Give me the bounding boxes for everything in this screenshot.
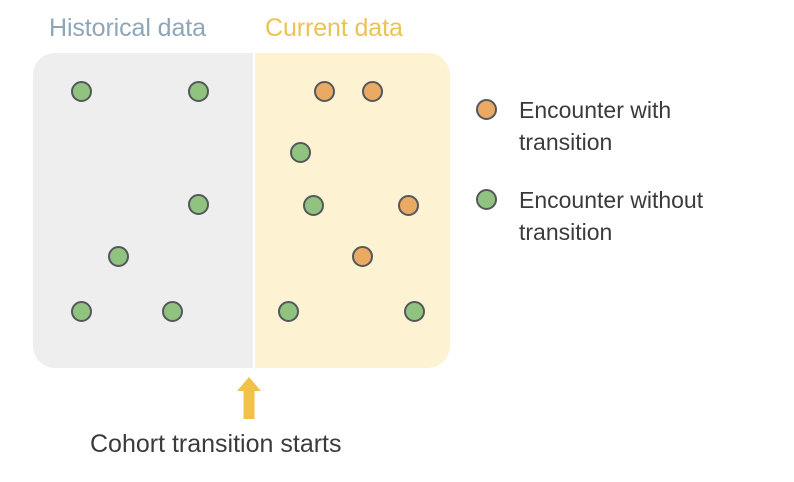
historical-data-label: Historical data (49, 14, 206, 42)
legend-item-label: Encounter without transition (519, 187, 704, 245)
encounter-dot-without-transition (403, 300, 425, 322)
cohort-transition-caption: Cohort transition starts (90, 430, 342, 458)
encounter-dot-without-transition (187, 193, 209, 215)
encounter-dot-without-transition (70, 300, 92, 322)
encounter-dot-with-transition (397, 194, 419, 216)
encounter-dot-without-transition (302, 194, 324, 216)
legend-item-without-transition: Encounter without transition (476, 184, 786, 248)
cohort-transition-arrow-icon (237, 377, 261, 419)
orange-circle-icon (476, 99, 497, 120)
legend: Encounter with transition Encounter with… (476, 94, 786, 274)
green-circle-icon (476, 189, 497, 210)
legend-item-label: Encounter with transition (519, 97, 672, 155)
encounter-dot-without-transition (161, 300, 183, 322)
encounter-dot-without-transition (107, 245, 129, 267)
encounter-dot-without-transition (289, 141, 311, 163)
encounter-dot-with-transition (313, 80, 335, 102)
encounter-dot-with-transition (361, 80, 383, 102)
encounter-dot-without-transition (70, 80, 92, 102)
historical-data-panel (33, 53, 253, 368)
encounter-dot-with-transition (351, 245, 373, 267)
encounter-dot-without-transition (277, 300, 299, 322)
legend-item-with-transition: Encounter with transition (476, 94, 786, 158)
encounter-dot-without-transition (187, 80, 209, 102)
current-data-label: Current data (265, 14, 403, 42)
